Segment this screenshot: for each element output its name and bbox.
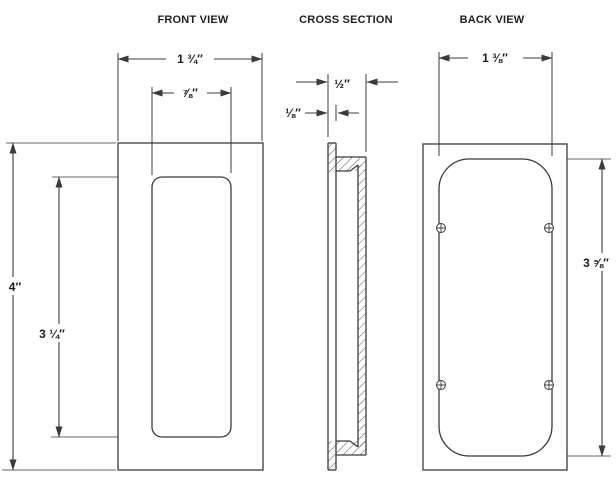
front-view: FRONT VIEW 1 ¾″ ⅞″ 4″ 3 ¼″ (2, 14, 264, 471)
label-backing (34, 324, 70, 342)
hatch-region (328, 441, 336, 470)
hatch-region (328, 143, 336, 172)
dim-back-cup-width: 1 ⅜″ (482, 51, 508, 65)
screw-hole (544, 223, 554, 233)
cross-section-view: CROSS SECTION ½″ ⅛″ (285, 14, 398, 471)
screw-cross-icon (436, 223, 446, 233)
back-cup-outline (438, 158, 553, 457)
label-backing (468, 51, 523, 65)
back-outer-outline (422, 143, 568, 471)
label-backing (174, 86, 207, 100)
front-view-title: FRONT VIEW (157, 14, 228, 26)
dim-front-opening-width: ⅞″ (182, 86, 198, 100)
dim-front-opening-height: 3 ¼″ (39, 327, 65, 341)
dim-front-overall-width: 1 ¾″ (177, 52, 203, 66)
front-opening-outline (151, 176, 232, 438)
screw-hole (544, 380, 554, 390)
label-backing (166, 52, 214, 66)
label-backing (577, 253, 615, 271)
label-backing (4, 277, 25, 295)
dim-back-cup-height: 3 ⅝″ (583, 256, 609, 270)
dim-flange-thickness: ⅛″ (285, 106, 301, 120)
back-view-title: BACK VIEW (460, 14, 525, 26)
screw-hole (436, 380, 446, 390)
screw-hole (436, 223, 446, 233)
dim-cross-section-depth: ½″ (334, 77, 350, 91)
front-outer-outline (117, 142, 264, 471)
cross-section-title: CROSS SECTION (299, 14, 393, 26)
hatch-region (358, 165, 366, 447)
dim-front-overall-height: 4″ (9, 280, 22, 294)
screw-cross-icon (544, 380, 554, 390)
cross-section-profile (327, 142, 367, 471)
hatch-region (336, 441, 366, 455)
screw-cross-icon (544, 223, 554, 233)
back-view: BACK VIEW 1 ⅜″ (422, 14, 615, 471)
screw-cross-icon (436, 380, 446, 390)
